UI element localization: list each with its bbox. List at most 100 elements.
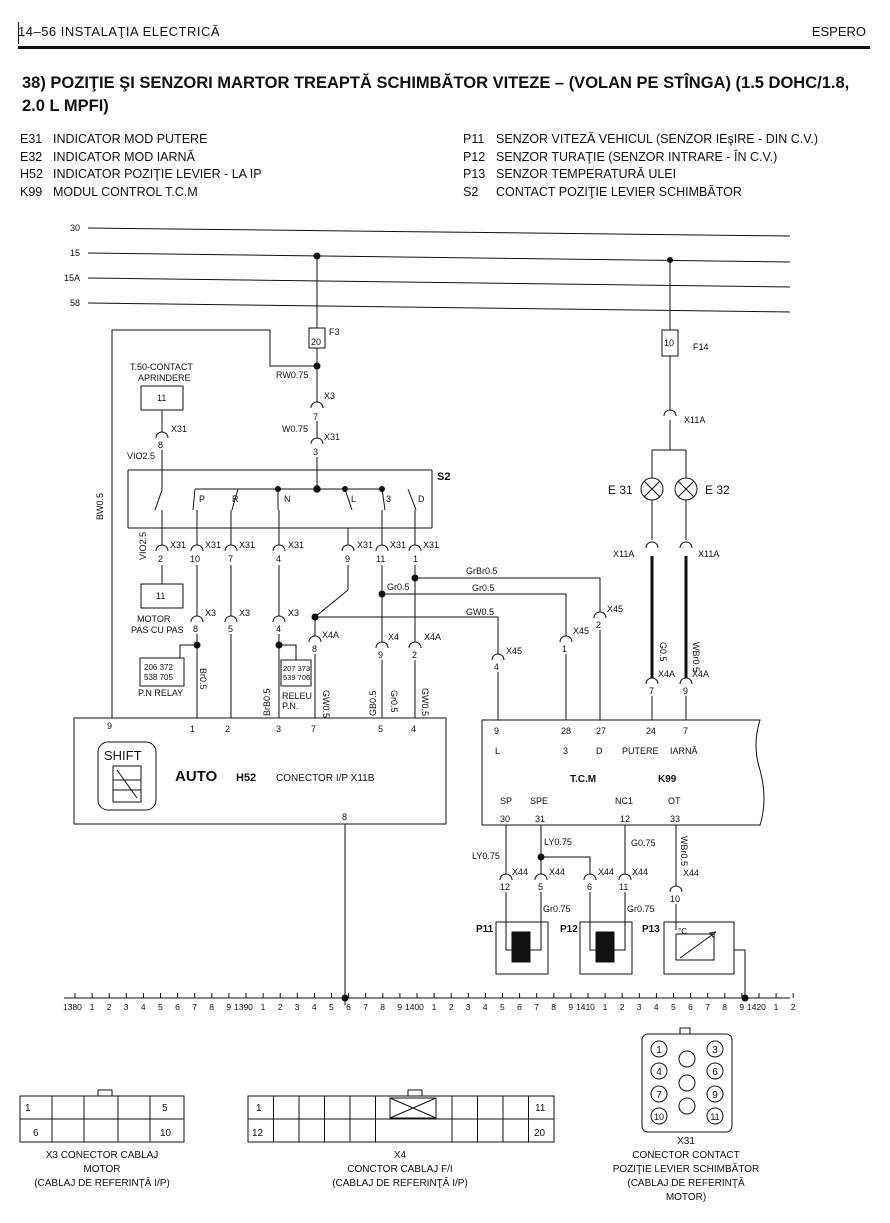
connector-label: X4A bbox=[692, 669, 709, 679]
power-buses: 30 15 15A 58 bbox=[64, 223, 791, 313]
wire-label: LY0.75 bbox=[544, 837, 572, 847]
legend-code: S2 bbox=[463, 184, 479, 199]
pin-number: 6 bbox=[587, 882, 592, 892]
connector-caption: CONCTOR CABLAJ F/I bbox=[347, 1164, 452, 1175]
relay-label: P.N. bbox=[282, 701, 298, 711]
sensor-unit: °C bbox=[678, 927, 687, 936]
tcm-code: K99 bbox=[658, 774, 677, 785]
bus-label: 58 bbox=[70, 298, 80, 308]
sensor-label: P11 bbox=[476, 924, 494, 935]
legend-desc: INDICATOR POZIŢIE LEVIER - LA IP bbox=[53, 167, 262, 181]
pin-number: 11 bbox=[535, 1103, 546, 1114]
connector-caption: (CABLAJ DE REFERINŢĂ I/P) bbox=[34, 1176, 170, 1189]
ground-number: 1410 bbox=[576, 1002, 595, 1012]
bus-line bbox=[87, 277, 791, 288]
pin-number: 5 bbox=[228, 624, 233, 634]
relay-nums-row: 539 706 bbox=[283, 673, 310, 682]
ground-number: 3 bbox=[637, 1002, 642, 1012]
legend-code: P13 bbox=[463, 167, 486, 181]
tcm-top-pin: 7 bbox=[683, 726, 688, 736]
connector-label: X4 bbox=[388, 632, 399, 642]
ground-number: 2 bbox=[791, 1002, 796, 1012]
legend-item: S2 CONTACT POZIŢIE LEVIER SCHIMBĂTOR bbox=[463, 184, 818, 202]
pin-number: 2 bbox=[596, 620, 601, 630]
tcm-top-label: IARNĂ bbox=[670, 746, 698, 756]
pin-number: 11 bbox=[376, 554, 385, 564]
connector-label: X31 bbox=[390, 540, 406, 550]
header-brand: ESPERO bbox=[811, 24, 866, 39]
ground-number: 6 bbox=[175, 1002, 180, 1012]
x3-connector-view: 1 5 6 10 X3 CONECTOR CABLAJ MOTOR (CABLA… bbox=[19, 1089, 185, 1189]
pin-number: 7 bbox=[228, 554, 233, 564]
h52-pin: 3 bbox=[276, 724, 281, 734]
pin-number: 9 bbox=[712, 1090, 718, 1101]
page-title: 38) POZIŢIE ŞI SENZORI MARTOR TREAPTĂ SC… bbox=[22, 74, 850, 115]
connector-label: X31 bbox=[423, 540, 439, 550]
wire-label: GW0.5 bbox=[420, 688, 430, 716]
header-rule bbox=[18, 46, 870, 49]
ground-number: 5 bbox=[158, 1002, 163, 1012]
pin-number: 6 bbox=[33, 1128, 39, 1139]
connector-label: X3 bbox=[239, 608, 250, 618]
tcm-top-label: L bbox=[495, 746, 500, 756]
wire-label: GW0.5 bbox=[321, 690, 331, 718]
pin-number: 11 bbox=[157, 393, 166, 403]
ground-number: 2 bbox=[449, 1002, 454, 1012]
fuse-value: 10 bbox=[664, 338, 674, 348]
ground-number: 8 bbox=[380, 1002, 385, 1012]
connector-label: X11A bbox=[684, 415, 705, 425]
switch-position: R bbox=[232, 494, 239, 504]
ground-number: 1 bbox=[774, 1002, 779, 1012]
ground-number: 4 bbox=[312, 1002, 317, 1012]
ground-number: 9 bbox=[397, 1002, 402, 1012]
pin-number: 4 bbox=[276, 624, 281, 634]
ground-number: 9 bbox=[226, 1002, 231, 1012]
connector-label: X11A bbox=[698, 549, 719, 559]
wire-label: Gr0.5 bbox=[387, 582, 410, 592]
legend-desc: CONTACT POZIŢIE LEVIER SCHIMBĂTOR bbox=[496, 184, 742, 199]
pin-number: 9 bbox=[345, 554, 350, 564]
ground-number: 1 bbox=[90, 1002, 95, 1012]
pin-number: 3 bbox=[313, 447, 318, 457]
pin-number: 20 bbox=[534, 1128, 546, 1139]
wire-label: Gr0.75 bbox=[627, 904, 655, 914]
wire-label: Gr0.5 bbox=[472, 583, 495, 593]
ground-number: 1380 bbox=[63, 1002, 82, 1012]
legend-desc: SENZOR TEMPERATURĂ ULEI bbox=[496, 167, 677, 181]
shift-indicator bbox=[97, 741, 157, 811]
connector-label: X31 bbox=[171, 424, 187, 434]
ground-number: 5 bbox=[329, 1002, 334, 1012]
pin-number: 11 bbox=[156, 591, 165, 601]
shift-label: SHIFT bbox=[104, 748, 142, 763]
pin-number: 4 bbox=[276, 554, 281, 564]
relay-nums-row: 206 372 bbox=[144, 663, 173, 672]
legend-item: P13 SENZOR TEMPERATURĂ ULEI bbox=[463, 166, 818, 184]
pin-number: 1 bbox=[256, 1103, 262, 1114]
tcm-module: 9 28 27 24 7 L 3 D PUTERE IARNĂ T.C.M K9… bbox=[481, 719, 765, 826]
pin-number: 10 bbox=[190, 554, 200, 564]
bus-label: 15A bbox=[64, 273, 80, 283]
connector-label: X4A bbox=[322, 630, 339, 640]
ground-number: 8 bbox=[209, 1002, 214, 1012]
pin-number: 9 bbox=[378, 650, 383, 660]
pin-number: 10 bbox=[670, 894, 680, 904]
motor-label: MOTOR bbox=[137, 614, 171, 624]
legend-code: K99 bbox=[20, 184, 43, 199]
ground-number: 7 bbox=[363, 1002, 368, 1012]
wire-label: VIO2.5 bbox=[127, 451, 155, 461]
switch-position: L bbox=[351, 494, 356, 504]
switch-box bbox=[127, 469, 433, 529]
pin-number: 8 bbox=[312, 644, 317, 654]
connector-caption: X31 bbox=[677, 1136, 695, 1147]
ground-ticks bbox=[74, 993, 794, 998]
h52-pin: 2 bbox=[225, 724, 230, 734]
wire-label: Gr0.5 bbox=[389, 690, 399, 713]
ground-splice bbox=[341, 994, 349, 1002]
connector-label: X44 bbox=[549, 867, 565, 877]
fuse-name: F14 bbox=[693, 342, 709, 352]
ground-number: 9 bbox=[739, 1002, 744, 1012]
